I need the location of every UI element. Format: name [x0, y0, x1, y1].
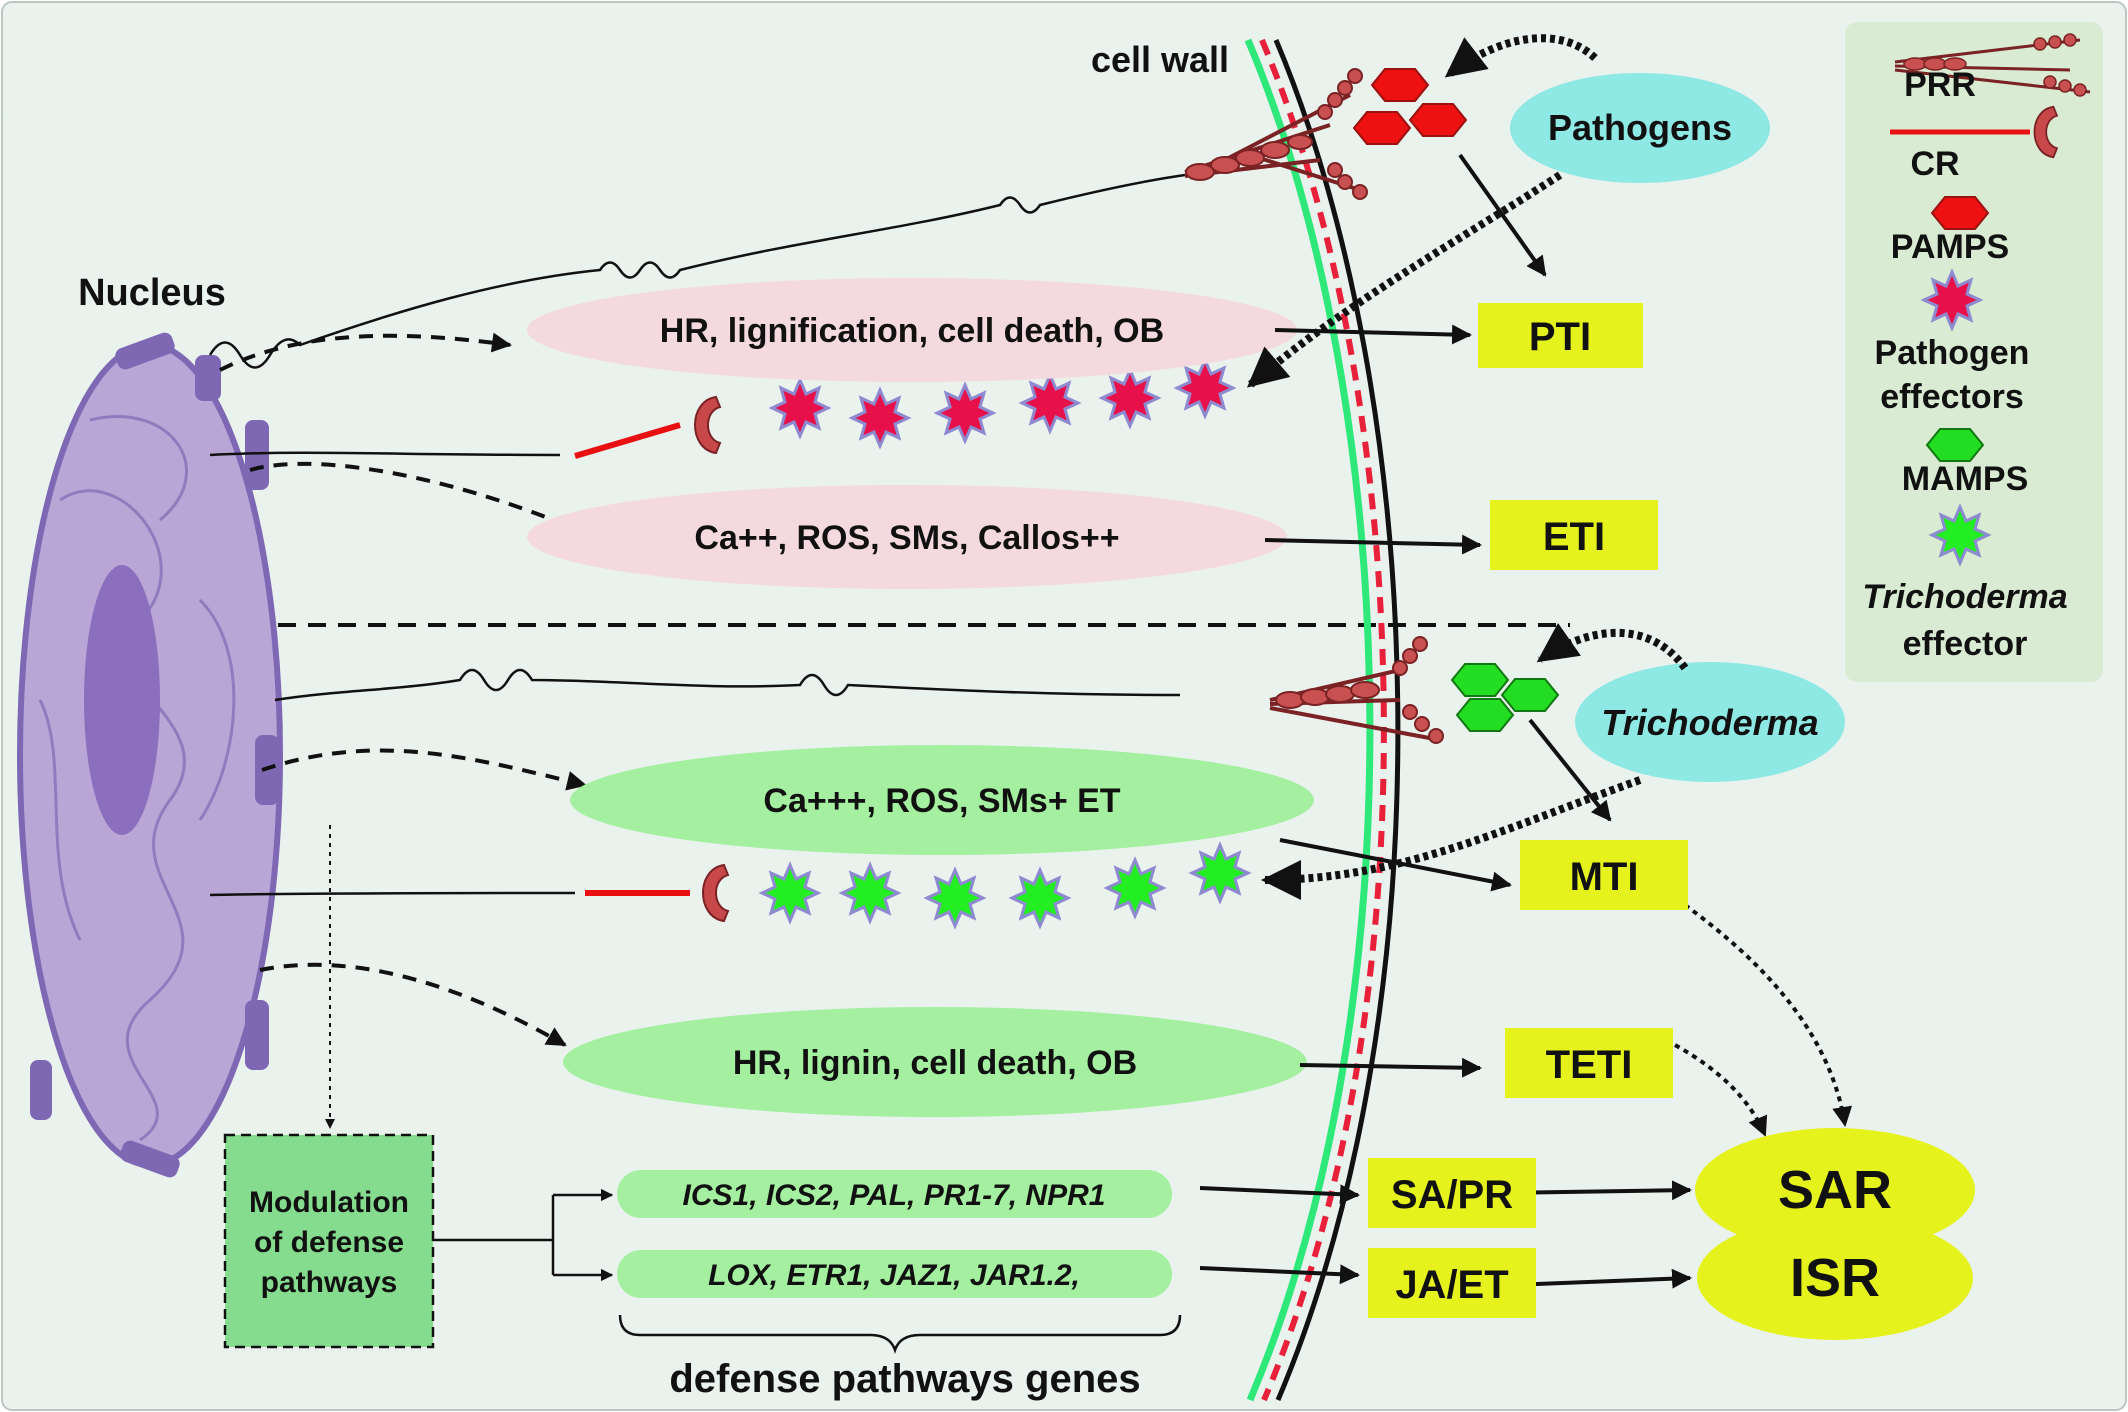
legend-pathogen-effector-icon [1922, 270, 1982, 330]
gene-connectors [433, 1188, 614, 1282]
pathogen-effector [770, 378, 830, 438]
eti-label: ETI [1543, 515, 1605, 559]
legend-trichoderma-effector-icon [1930, 505, 1990, 565]
legend-trichoderma-effector-2: effector [1903, 625, 2028, 663]
legend-pathogen-effectors-2: effectors [1880, 378, 2024, 416]
response-ca-ros-et: Ca+++, ROS, SMs+ ET [763, 782, 1120, 820]
sa-genes-pill [617, 1170, 1172, 1218]
response-ca-ros-callos: Ca++, ROS, SMs, Callos++ [694, 519, 1119, 557]
ja-genes: LOX, ETR1, JAZ1, JAR1.2, [708, 1259, 1080, 1292]
response-hr-lignin: HR, lignin, cell death, OB [733, 1044, 1137, 1082]
pathogen-effector [935, 383, 995, 443]
sar-arrows [1674, 903, 1853, 1137]
teti-box [1505, 1028, 1673, 1098]
sar-ellipse [1695, 1128, 1975, 1252]
ja-et-label: JA/ET [1395, 1263, 1508, 1307]
legend-pamps: PAMPS [1891, 228, 2009, 266]
legend-panel [1845, 22, 2103, 682]
prr-receptor-top [1184, 68, 1368, 200]
pathogens-ellipse [1510, 73, 1770, 183]
trichoderma-effector [760, 863, 820, 923]
legend-trichoderma-effector-1: Trichoderma [1862, 578, 2067, 616]
modulation-line-3: pathways [261, 1266, 398, 1299]
pathogen-effector [1100, 368, 1160, 428]
modulation-line-2: of defense [254, 1226, 404, 1259]
pathogen-effector [1020, 373, 1080, 433]
trichoderma-effector [1010, 868, 1070, 928]
ja-genes-pill [617, 1250, 1172, 1298]
pathogen-effector [1175, 358, 1235, 418]
pamps-hex-1 [1371, 68, 1429, 102]
legend-mamps: MAMPS [1902, 460, 2029, 498]
legend-pathogen-effectors-1: Pathogen [1875, 334, 2030, 372]
response-ellipse-hr-lignification [527, 278, 1297, 382]
mamps-hex-1 [1451, 663, 1509, 697]
modulation-box [223, 1133, 435, 1349]
sa-genes: ICS1, ICS2, PAL, PR1-7, NPR1 [683, 1179, 1106, 1212]
mti-box [1520, 840, 1688, 910]
trichoderma-effector [1105, 858, 1165, 918]
pathogen-effector [850, 388, 910, 448]
isr-label: ISR [1790, 1248, 1880, 1308]
mamps-hex-2 [1501, 678, 1559, 712]
legend-pamps-icon [1931, 196, 1989, 230]
cr-stalk-top [574, 422, 681, 459]
mamps-hex-3 [1456, 698, 1514, 732]
signal-waves [208, 173, 1186, 897]
genes-brace [618, 1314, 1182, 1354]
cell-wall [1244, 38, 1401, 1402]
response-ellipse-ca-ros-et [570, 745, 1314, 855]
sar-label: SAR [1778, 1160, 1892, 1220]
legend-cr: CR [1910, 145, 1959, 183]
nucleus-label: Nucleus [78, 272, 226, 314]
trichoderma-effector [925, 868, 985, 928]
teti-label: TETI [1546, 1043, 1633, 1087]
legend-prr: PRR [1904, 66, 1976, 104]
pamps-hex-3 [1409, 103, 1467, 137]
cell-wall-label: cell wall [1091, 39, 1229, 80]
sa-pr-label: SA/PR [1391, 1173, 1513, 1217]
isr-ellipse [1697, 1216, 1973, 1340]
trichoderma-ellipse [1575, 662, 1845, 782]
trichoderma-label: Trichoderma [1601, 702, 1818, 743]
prr-receptor-bottom [1269, 636, 1444, 744]
defense-genes-label: defense pathways genes [669, 1357, 1140, 1401]
response-hr-lignification: HR, lignification, cell death, OB [660, 312, 1164, 350]
pti-box [1478, 303, 1643, 368]
secretion-arrows [1246, 34, 1689, 900]
mti-label: MTI [1570, 855, 1639, 899]
legend: PRR CR PAMPS Pathogen effectors MAMPS Tr… [1845, 22, 2103, 682]
sa-pr-box [1368, 1158, 1536, 1228]
trichoderma-effector [1190, 843, 1250, 903]
pti-label: PTI [1529, 315, 1591, 359]
modulation-line-1: Modulation [249, 1186, 409, 1219]
response-ellipse-hr-lignin [563, 1007, 1307, 1117]
nucleus-cell [17, 332, 283, 1178]
response-ellipse-ca-ros-callos [527, 485, 1287, 589]
nucleus-arrows [219, 332, 602, 1047]
legend-prr-icon [1894, 33, 2091, 97]
trichoderma-effector [840, 863, 900, 923]
pamps-hex-2 [1353, 111, 1411, 145]
pathogens-label: Pathogens [1548, 107, 1732, 148]
eti-box [1490, 500, 1658, 570]
ja-et-box [1368, 1248, 1536, 1318]
legend-mamps-icon [1926, 428, 1984, 462]
